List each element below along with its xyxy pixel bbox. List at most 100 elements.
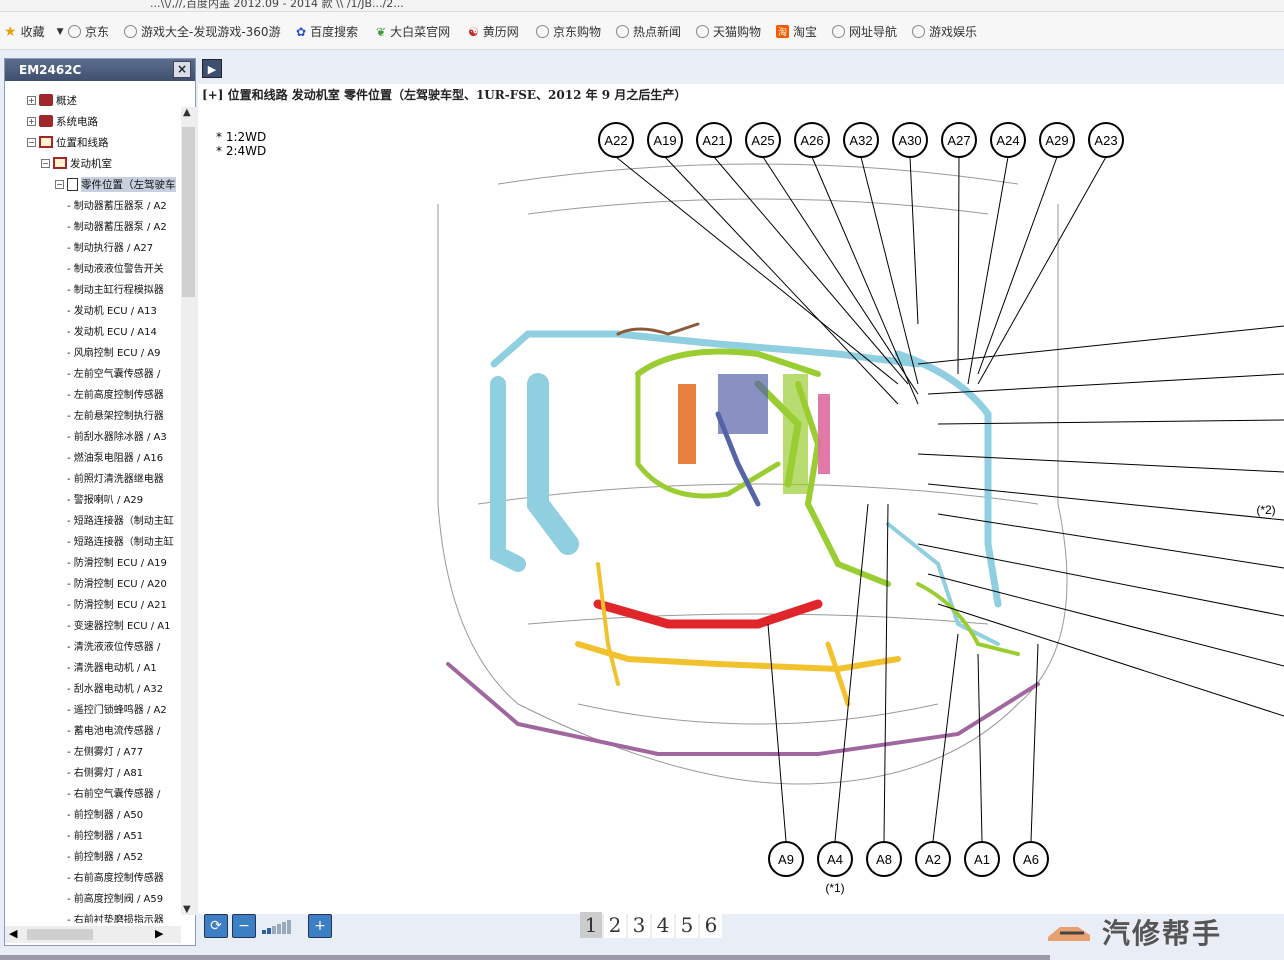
horizontal-scrollbar[interactable]: ◀ ▶	[5, 926, 181, 943]
tree-leaf-item[interactable]: - 右前高度控制传感器	[67, 873, 164, 884]
tree-leaf-item[interactable]: - 制动主缸行程模拟器	[67, 285, 164, 296]
bookmark-label: 大白菜官网	[390, 25, 451, 39]
scroll-right-icon[interactable]: ▶	[155, 927, 164, 940]
tree-leaf-item[interactable]: - 制动器蓄压器泵 / A2	[67, 222, 167, 233]
vertical-scrollbar[interactable]: ▲ ▼	[181, 107, 196, 915]
tree-leaf-item[interactable]: - 前刮水器除冰器 / A3	[67, 432, 167, 443]
globe-icon	[832, 25, 845, 38]
tree-leaf-item[interactable]: - 制动执行器 / A27	[67, 243, 154, 254]
bookmark-jd-shopping[interactable]: 京东购物	[536, 23, 601, 40]
component-label: A24	[996, 133, 1019, 148]
page-number-6[interactable]: 6	[700, 912, 722, 938]
tree-leaf-item[interactable]: - 短路连接器（制动主缸	[67, 516, 174, 527]
note-label: (*2)	[1256, 503, 1275, 517]
bookmark-taobao[interactable]: 淘淘宝	[776, 23, 817, 40]
page-number-1[interactable]: 1	[580, 912, 602, 938]
tree-leaf-item[interactable]: - 刮水器电动机 / A32	[67, 684, 164, 695]
tree-leaf-item[interactable]: - 清洗液液位传感器 /	[67, 642, 161, 653]
tree-leaf-item[interactable]: - 防滑控制 ECU / A20	[67, 579, 167, 590]
label-circle	[1013, 841, 1049, 877]
bookmark-jd[interactable]: 京东	[68, 23, 109, 40]
tree-leaf-item[interactable]: - 右前衬垫磨损指示器	[67, 915, 164, 923]
callout-line	[927, 483, 1284, 521]
scroll-thumb[interactable]	[182, 127, 195, 297]
tree-leaf-item[interactable]: - 风扇控制 ECU / A9	[67, 348, 161, 359]
component-label: A32	[849, 133, 872, 148]
bookmark-favorites[interactable]: ★ 收藏 ▼	[4, 23, 64, 40]
label-circle	[647, 122, 683, 158]
tree-leaf-item[interactable]: - 左前悬架控制执行器	[67, 411, 164, 422]
collapse-icon[interactable]: −	[27, 137, 36, 147]
tree-leaf-item[interactable]: - 发动机 ECU / A14	[67, 327, 157, 338]
scroll-up-icon[interactable]: ▲	[183, 107, 191, 118]
body-outline	[577, 703, 939, 725]
component-label: A23	[1094, 133, 1117, 148]
bookmark-tmall[interactable]: 天猫购物	[696, 23, 761, 40]
body-outline	[527, 198, 989, 215]
tree-leaf-item[interactable]: - 防滑控制 ECU / A19	[67, 558, 167, 569]
expand-icon[interactable]: +	[27, 95, 36, 105]
scroll-left-icon[interactable]: ◀	[9, 927, 18, 940]
tree-leaf-item[interactable]: - 右侧雾灯 / A81	[67, 768, 144, 779]
callout-line	[811, 156, 919, 405]
tree-leaf-item[interactable]: - 前控制器 / A50	[67, 810, 144, 821]
component-label: A25	[751, 133, 774, 148]
diagram-title: [+] 位置和线路 发动机室 零件位置（左驾驶车型、1UR-FSE、2012 年…	[202, 88, 687, 102]
zoom-out-button[interactable]: −	[232, 914, 256, 938]
page-number-5[interactable]: 5	[676, 912, 698, 938]
tree-leaf-item[interactable]: - 前高度控制阀 / A59	[67, 894, 164, 905]
expand-panel-button[interactable]: ▶	[202, 59, 222, 78]
watermark-text: 汽修帮手	[1102, 917, 1223, 950]
page-number-4[interactable]: 4	[652, 912, 674, 938]
tree-node[interactable]: +系统电路	[27, 112, 98, 130]
toc-tree: +概述 +系统电路 −位置和线路 −发动机室 −零件位置（左驾驶车 - 制动器蓄压器泵 /…	[5, 83, 181, 923]
tree-leaf-item[interactable]: - 右前空气囊传感器 /	[67, 789, 161, 800]
label-circle	[941, 122, 977, 158]
tree-leaf-item[interactable]: - 变速器控制 ECU / A1	[67, 621, 171, 632]
tree-leaf-item[interactable]: - 左侧雾灯 / A77	[67, 747, 144, 758]
collapse-icon[interactable]: −	[55, 179, 64, 189]
tree-leaf-item[interactable]: - 前照灯清洗器继电器	[67, 474, 164, 485]
scroll-down-icon[interactable]: ▼	[183, 904, 191, 915]
collapse-icon[interactable]: −	[41, 158, 50, 168]
page-number-3[interactable]: 3	[628, 912, 650, 938]
bookmark-dabaicai[interactable]: ❦大白菜官网	[376, 23, 450, 40]
tree-leaf-item[interactable]: - 燃油泵电阻器 / A16	[67, 453, 164, 464]
tree-leaf-item[interactable]: - 清洗器电动机 / A1	[67, 663, 157, 674]
tree-leaf-item[interactable]: - 遥控门锁蜂鸣器 / A2	[67, 705, 167, 716]
bookmark-games[interactable]: 游戏娱乐	[912, 23, 977, 40]
expand-icon[interactable]: +	[27, 116, 36, 126]
tree-leaf-item[interactable]: - 前控制器 / A52	[67, 852, 144, 863]
tree-node[interactable]: −发动机室	[41, 154, 112, 172]
tree-leaf-item[interactable]: - 警报喇叭 / A29	[67, 495, 144, 506]
tree-leaf-item[interactable]: - 左前高度控制传感器	[67, 390, 164, 401]
tree-leaf-item[interactable]: - 短路连接器（制动主缸	[67, 537, 174, 548]
tree-leaf-item[interactable]: - 发动机 ECU / A13	[67, 306, 157, 317]
tree-leaf-item[interactable]: - 制动液液位警告开关	[67, 264, 164, 275]
scroll-thumb[interactable]	[27, 929, 93, 940]
tree-node[interactable]: −位置和线路	[27, 133, 109, 151]
callout-line	[977, 653, 983, 842]
close-panel-button[interactable]: ×	[173, 61, 191, 78]
bookmark-hot-news[interactable]: 热点新闻	[616, 23, 681, 40]
bookmark-nav[interactable]: 网址导航	[832, 23, 897, 40]
bookmark-baidu[interactable]: ✿百度搜索	[296, 23, 358, 40]
tree-leaf-item[interactable]: - 左前空气囊传感器 /	[67, 369, 161, 380]
tree-leaf-item[interactable]: - 制动器蓄压器泵 / A2	[67, 201, 167, 212]
bookmark-huangli[interactable]: ☯黄历网	[468, 23, 519, 40]
refresh-button[interactable]: ⟳	[204, 914, 228, 938]
wire-harness	[616, 322, 700, 336]
globe-icon	[912, 25, 925, 38]
callout-line	[767, 623, 787, 842]
tree-leaf-item[interactable]: - 前控制器 / A51	[67, 831, 144, 842]
tree-node[interactable]: −零件位置（左驾驶车	[55, 175, 176, 193]
callout-line	[937, 603, 1284, 717]
component-label: A4	[827, 852, 843, 867]
tree-leaf-item[interactable]: - 防滑控制 ECU / A21	[67, 600, 167, 611]
page-number-2[interactable]: 2	[604, 912, 626, 938]
tree-leaf-item[interactable]: - 蓄电池电流传感器 /	[67, 726, 161, 737]
bookmark-games-360[interactable]: 游戏大全-发现游戏-360游	[124, 23, 281, 40]
zoom-in-button[interactable]: +	[308, 914, 332, 938]
tree-node[interactable]: +概述	[27, 91, 77, 109]
